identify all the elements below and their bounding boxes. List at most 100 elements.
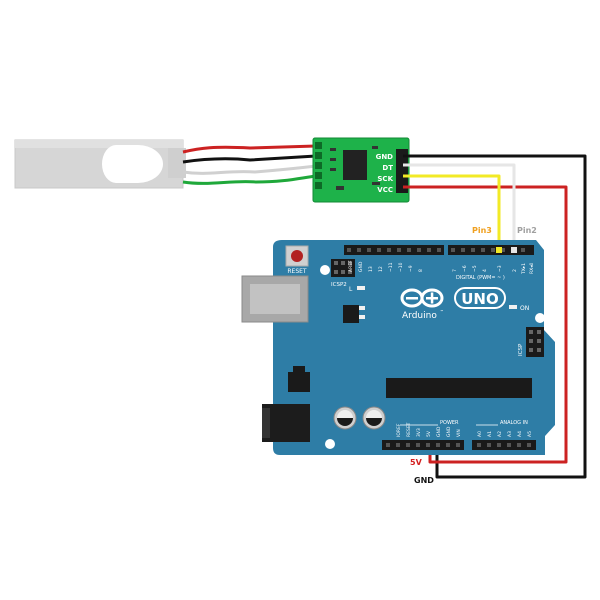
led-tx	[357, 306, 365, 310]
pin-label-vcc: VCC	[377, 186, 393, 194]
ppin-gnd1: GND	[436, 426, 442, 437]
analog-header	[472, 440, 536, 450]
dpin-13: 13	[368, 266, 374, 272]
hx711-chip	[343, 150, 367, 180]
gnd-wire	[403, 154, 587, 479]
load-cell-hole-bridge	[116, 145, 138, 183]
load-cell-cable-clamp	[168, 148, 186, 178]
pin3-label: Pin3	[472, 226, 492, 235]
vcc-wire	[403, 185, 568, 464]
dpin-1: TX▸1	[521, 263, 527, 275]
analog-pin-labels: A0 A1 A2 A3 A4 A5	[477, 431, 533, 437]
ppin-ioref: IOREF	[396, 423, 402, 437]
pin3-plug	[496, 247, 502, 253]
apin-a5: A5	[527, 431, 533, 437]
dpin-4: 4	[482, 269, 488, 272]
arduino-logo: UNO Arduino ™	[400, 287, 506, 321]
lc-green-wire	[182, 174, 317, 185]
logo-loop-right	[420, 288, 444, 308]
mount-hole-tl	[320, 265, 330, 275]
reset-label: RESET	[287, 268, 307, 275]
dpin-8: 8	[418, 269, 424, 272]
capacitors	[333, 406, 386, 430]
signal-wires	[403, 154, 587, 479]
dpin-0: RX◂0	[529, 263, 535, 274]
gnd-label: GND	[414, 476, 434, 485]
pin2-label: Pin2	[517, 226, 537, 235]
uno-pill	[454, 287, 506, 309]
uno-label: UNO	[461, 290, 499, 308]
pin-label-dt: DT	[382, 164, 393, 172]
load-cell-wires	[182, 144, 317, 185]
dpin-5: ~5	[472, 265, 478, 272]
reset-button-cap	[291, 250, 303, 262]
dpin-12: 12	[378, 266, 384, 272]
lc-black-wire	[182, 154, 317, 164]
apin-a4: A4	[517, 431, 523, 437]
voltage-regulator	[288, 366, 310, 392]
led-rx	[357, 315, 365, 319]
dpin-2: 2	[512, 269, 518, 272]
led-l	[357, 286, 365, 290]
capacitor-1-mark	[337, 418, 353, 426]
ppin-reset: RESET	[406, 422, 412, 437]
load-cell-top-edge	[15, 140, 183, 148]
capacitor-2-mark	[366, 418, 382, 426]
apin-a3: A3	[507, 431, 513, 437]
dpin-gnd: GND	[358, 261, 364, 272]
status-leds	[357, 286, 517, 319]
hx711-pin-labels: GND DT SCK VCC	[376, 153, 394, 194]
icsp2-label: ICSP2	[331, 282, 347, 288]
mount-hole-r	[535, 313, 545, 323]
hx711-right-header	[396, 149, 408, 193]
dpin-aref: AREF	[348, 260, 354, 272]
apin-a0: A0	[477, 431, 483, 437]
analog-label: ANALOG IN	[500, 420, 528, 426]
dpin-11: ~11	[388, 262, 394, 272]
dpin-6: ~6	[462, 265, 468, 272]
pin-label-sck: SCK	[377, 175, 393, 183]
power-label: POWER	[440, 420, 459, 426]
hx711-module: GND DT SCK VCC	[312, 137, 410, 203]
icsp-label: ICSP	[518, 343, 524, 356]
dpin-3: ~3	[497, 265, 503, 272]
dt-wire	[403, 163, 516, 252]
dc-jack-front	[262, 408, 270, 438]
trademark-symbol: ™	[440, 309, 444, 314]
hx711-left-header	[315, 142, 322, 189]
led-l-label: L	[349, 286, 353, 293]
usb-chip	[343, 305, 359, 323]
ppin-3v3: 3V3	[416, 428, 422, 437]
digital-pin-labels: AREF GND 13 12 ~11 ~10 ~9 8 7 ~6 ~5 4 ~3…	[348, 260, 535, 275]
digital-header-label: DIGITAL (PWM= ~ )	[456, 275, 505, 281]
dpin-7: 7	[452, 269, 458, 272]
led-on	[509, 305, 517, 309]
logo-minus	[406, 297, 418, 300]
led-on-label: ON	[520, 305, 529, 312]
arduino-board	[273, 240, 555, 455]
lc-red-wire	[182, 144, 317, 154]
icsp-header	[526, 327, 544, 357]
sck-wire	[403, 174, 501, 252]
mount-hole-bl	[325, 439, 335, 449]
icsp2-header	[331, 259, 355, 277]
arduino-uno: RESET ICSP2 AREF GND 13 12 ~11 ~10 ~9	[241, 240, 555, 455]
apin-a1: A1	[487, 431, 493, 437]
ppin-gnd2: GND	[446, 426, 452, 437]
power-pin-labels: IOREF RESET 3V3 5V GND GND VIN	[396, 422, 462, 437]
lc-white-wire	[182, 164, 317, 175]
fivev-label: 5V	[410, 458, 423, 467]
logo-plus-v	[430, 292, 434, 304]
digital-header	[344, 245, 534, 255]
load-cell	[14, 139, 186, 189]
wire-labels: Pin3 Pin2 5V GND	[410, 226, 537, 485]
dpin-10: ~10	[398, 262, 404, 272]
power-header	[382, 440, 464, 450]
usb-connector-inner	[250, 284, 300, 314]
atmega-chip	[386, 378, 532, 398]
apin-a2: A2	[497, 431, 503, 437]
brand-label: Arduino	[402, 311, 437, 321]
ppin-5v: 5V	[426, 430, 432, 437]
